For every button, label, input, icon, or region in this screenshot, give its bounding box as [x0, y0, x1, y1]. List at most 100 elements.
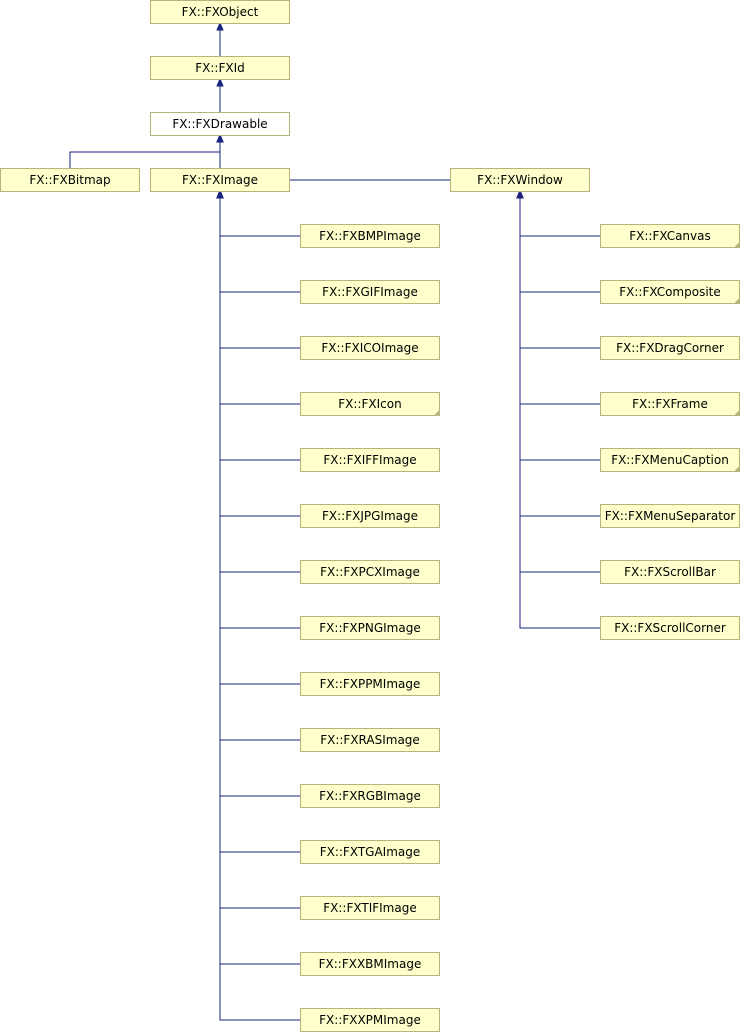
edge-fxtifimage-to-fximage	[219, 197, 300, 909]
node-fxtifimage[interactable]: FX::FXTIFImage	[300, 896, 440, 920]
edge-fxicoimage-to-fximage	[219, 197, 300, 349]
node-fxxbmimage[interactable]: FX::FXXBMImage	[300, 952, 440, 976]
arrowhead-fxscrollcorner-to-fxwindow	[516, 189, 524, 199]
node-box	[300, 392, 440, 416]
edge-fxbitmap-to-fxdrawable	[69, 141, 221, 168]
node-label: FX::FXCanvas	[629, 229, 711, 243]
node-fxiffimage[interactable]: FX::FXIFFImage	[300, 448, 440, 472]
node-fxicoimage[interactable]: FX::FXICOImage	[300, 336, 440, 360]
node-box	[0, 168, 140, 192]
node-fxscrollcorner[interactable]: FX::FXScrollCorner	[600, 616, 740, 640]
edge-fxcanvas-to-fxwindow	[519, 197, 600, 237]
arrowhead-fxdrawable-to-fxid	[216, 77, 224, 87]
node-label: FX::FXObject	[182, 5, 259, 19]
node-fxgifimage[interactable]: FX::FXGIFImage	[300, 280, 440, 304]
node-fxpngimage[interactable]: FX::FXPNGImage	[300, 616, 440, 640]
node-label: FX::FXImage	[182, 173, 258, 187]
node-fxframe[interactable]: FX::FXFrame	[600, 392, 740, 416]
node-label: FX::FXXBMImage	[319, 957, 422, 971]
node-label: FX::FXMenuSeparator	[605, 509, 736, 523]
node-fxid[interactable]: FX::FXId	[150, 56, 290, 80]
edge-fxscrollcorner-to-fxwindow	[519, 197, 600, 629]
node-fxdrawable[interactable]: FX::FXDrawable	[150, 112, 290, 136]
arrowhead-fxxpmimage-to-fximage	[216, 189, 224, 199]
edge-fxmenuseparator-to-fxwindow	[519, 197, 600, 517]
node-label: FX::FXScrollBar	[624, 565, 716, 579]
node-box	[300, 448, 440, 472]
node-label: FX::FXMenuCaption	[611, 453, 729, 467]
edge-fxrasimage-to-fximage	[219, 197, 300, 741]
node-label: FX::FXIFFImage	[323, 453, 416, 467]
node-label: FX::FXPPMImage	[320, 677, 421, 691]
edge-fxrgbimage-to-fximage	[219, 197, 300, 797]
edge-fxxpmimage-to-fximage	[219, 197, 300, 1021]
node-fxwindow[interactable]: FX::FXWindow	[450, 168, 590, 192]
node-box	[300, 840, 440, 864]
edge-fxjpgimage-to-fximage	[219, 197, 300, 517]
node-fxmenuseparator[interactable]: FX::FXMenuSeparator	[600, 504, 740, 528]
fold-corner-icon	[734, 242, 740, 248]
node-fxtgaimage[interactable]: FX::FXTGAImage	[300, 840, 440, 864]
node-box	[150, 168, 290, 192]
node-box	[300, 728, 440, 752]
node-box	[150, 56, 290, 80]
node-box	[300, 504, 440, 528]
node-fxdragcorner[interactable]: FX::FXDragCorner	[600, 336, 740, 360]
node-fxcanvas[interactable]: FX::FXCanvas	[600, 224, 740, 248]
fold-corner-icon	[734, 410, 740, 416]
fold-corner-icon	[434, 410, 440, 416]
node-fxrasimage[interactable]: FX::FXRASImage	[300, 728, 440, 752]
edge-fxframe-to-fxwindow	[519, 197, 600, 405]
node-fxxpmimage[interactable]: FX::FXXPMImage	[300, 1008, 440, 1032]
node-box	[300, 952, 440, 976]
node-fxbitmap[interactable]: FX::FXBitmap	[0, 168, 140, 192]
node-fxjpgimage[interactable]: FX::FXJPGImage	[300, 504, 440, 528]
node-label: FX::FXRGBImage	[319, 789, 421, 803]
node-fxrgbimage[interactable]: FX::FXRGBImage	[300, 784, 440, 808]
node-box	[300, 672, 440, 696]
node-label: FX::FXGIFImage	[322, 285, 418, 299]
node-label: FX::FXRASImage	[320, 733, 420, 747]
node-box	[300, 560, 440, 584]
node-label: FX::FXScrollCorner	[614, 621, 726, 635]
node-fxppmimage[interactable]: FX::FXPPMImage	[300, 672, 440, 696]
arrowhead-fxwindow-to-fxdrawable	[216, 133, 224, 143]
edge-fxbmpimage-to-fximage	[219, 197, 300, 237]
edge-fxppmimage-to-fximage	[219, 197, 300, 685]
node-fxpcximage[interactable]: FX::FXPCXImage	[300, 560, 440, 584]
node-label: FX::FXWindow	[477, 173, 563, 187]
node-label: FX::FXBMPImage	[319, 229, 421, 243]
node-label: FX::FXTGAImage	[320, 845, 421, 859]
node-fxmenucaption[interactable]: FX::FXMenuCaption	[600, 448, 740, 472]
edge-fxgifimage-to-fximage	[219, 197, 300, 293]
node-label: FX::FXFrame	[632, 397, 708, 411]
node-box	[300, 280, 440, 304]
node-fxscrollbar[interactable]: FX::FXScrollBar	[600, 560, 740, 584]
node-fxicon[interactable]: FX::FXIcon	[300, 392, 440, 416]
edge-fxxbmimage-to-fximage	[219, 197, 300, 965]
edge-fxpngimage-to-fximage	[219, 197, 300, 629]
node-label: FX::FXJPGImage	[322, 509, 418, 523]
node-label: FX::FXBitmap	[29, 173, 110, 187]
node-box	[450, 168, 590, 192]
node-label: FX::FXIcon	[338, 397, 401, 411]
node-label: FX::FXTIFImage	[323, 901, 416, 915]
node-label: FX::FXICOImage	[321, 341, 418, 355]
node-fxobject[interactable]: FX::FXObject	[150, 0, 290, 24]
node-box	[300, 224, 440, 248]
node-box	[150, 112, 290, 136]
fold-corner-icon	[734, 298, 740, 304]
arrowhead-fxid-to-fxobject	[216, 21, 224, 31]
node-label: FX::FXId	[195, 61, 245, 75]
node-fxcomposite[interactable]: FX::FXComposite	[600, 280, 740, 304]
node-fximage[interactable]: FX::FXImage	[150, 168, 290, 192]
node-label: FX::FXPNGImage	[319, 621, 420, 635]
fold-corner-icon	[734, 466, 740, 472]
node-box	[300, 896, 440, 920]
node-label: FX::FXPCXImage	[320, 565, 420, 579]
edge-fxdragcorner-to-fxwindow	[519, 197, 600, 349]
node-box	[150, 0, 290, 24]
node-fxbmpimage[interactable]: FX::FXBMPImage	[300, 224, 440, 248]
